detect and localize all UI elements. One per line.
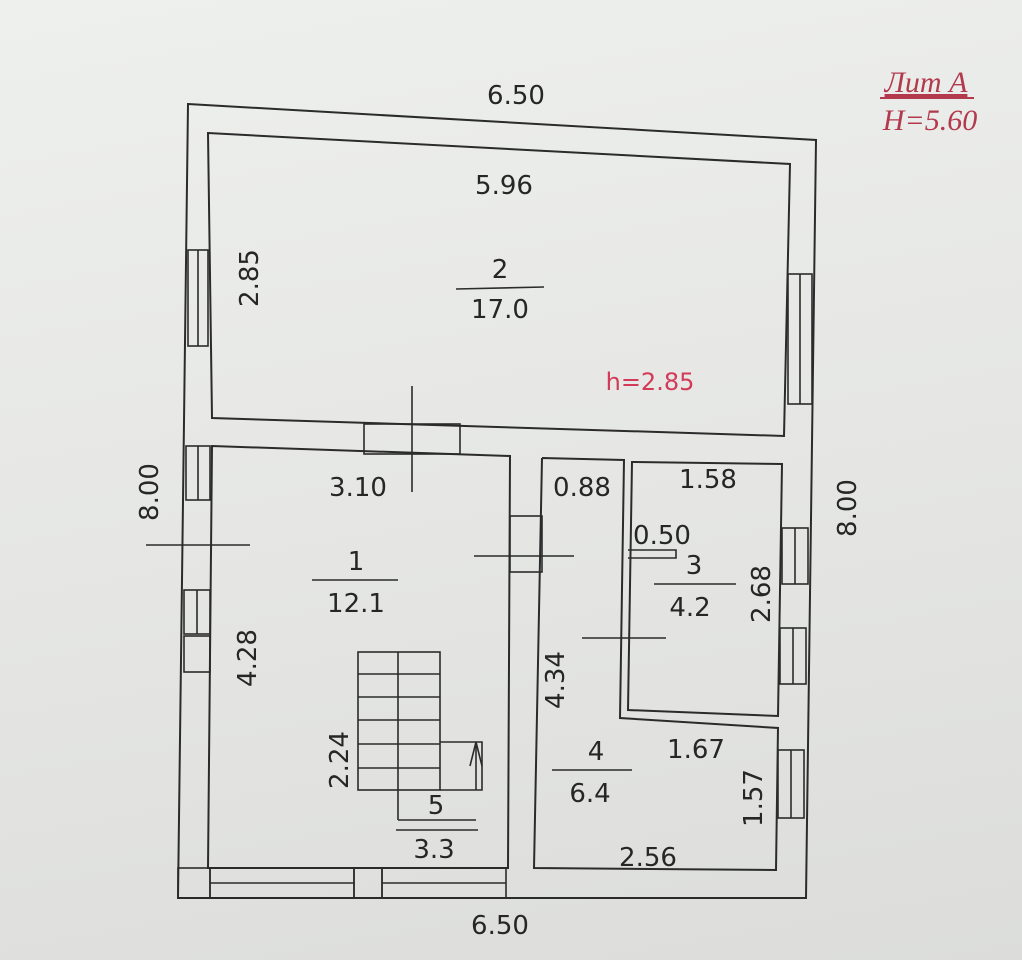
- window-left-lower-2: [183, 635, 211, 673]
- room-1-number: 1: [348, 547, 365, 577]
- room-1-area: 12.1: [327, 589, 385, 619]
- dim-room1-depth: 4.28: [233, 629, 263, 687]
- dim-bottom-outer: 6.50: [471, 911, 529, 941]
- window-right-room4: [777, 749, 805, 819]
- window-left-lower-1: [183, 589, 211, 635]
- staircase: [357, 651, 483, 821]
- building-height: H=5.60: [882, 104, 977, 137]
- dim-room2-width: 5.96: [475, 171, 533, 201]
- lit-label: Лит А: [884, 66, 968, 99]
- window-bottom-left: [209, 867, 355, 899]
- doorway-room1-corridor: [474, 515, 574, 573]
- dim-room4-bottom: 2.56: [619, 843, 677, 873]
- window-bottom-right: [381, 867, 507, 899]
- room-2-outline: [206, 131, 792, 438]
- room-2-fraction-line: [455, 286, 545, 290]
- dim-room3-width: 1.58: [679, 465, 737, 495]
- window-left-upper: [187, 249, 209, 347]
- dim-room4-width: 1.67: [667, 735, 725, 765]
- room-1-outline: [206, 444, 512, 869]
- door-bottom: [353, 867, 383, 899]
- dim-room1-width: 3.10: [329, 473, 387, 503]
- room-3-number: 3: [686, 551, 703, 581]
- ceiling-height: h=2.85: [606, 368, 695, 396]
- dim-room2-depth: 2.85: [235, 249, 265, 307]
- room-5-area: 3.3: [413, 835, 454, 865]
- dim-corridor-width: 0.88: [553, 473, 611, 503]
- dim-room3-depth: 2.68: [747, 565, 777, 623]
- room-3-area: 4.2: [669, 593, 710, 623]
- dim-top-outer: 6.50: [487, 81, 545, 111]
- dim-left-outer: 8.00: [135, 463, 165, 521]
- room-2-number: 2: [492, 255, 509, 285]
- window-right-room3-lower: [779, 627, 807, 685]
- partition-offset-mark: [628, 549, 677, 559]
- room-5-number: 5: [428, 791, 445, 821]
- dim-room3-offset: 0.50: [633, 521, 691, 551]
- outer-wall-outline: [176, 102, 818, 899]
- room-3-outline: [626, 460, 784, 718]
- doorway-room2-room1: [363, 386, 461, 492]
- dim-room4-depth: 1.57: [739, 769, 769, 827]
- dim-stair-length: 2.24: [325, 731, 355, 789]
- room-4-outline: [532, 457, 780, 872]
- window-right-room3-upper: [781, 527, 809, 585]
- room-2-area: 17.0: [471, 295, 529, 325]
- wall-corner-block: [177, 867, 211, 899]
- window-left-middle: [185, 445, 211, 501]
- dim-right-outer: 8.00: [833, 479, 863, 537]
- room-4-number: 4: [588, 737, 605, 767]
- room-4-area: 6.4: [569, 779, 610, 809]
- dim-corridor-length: 4.34: [541, 651, 571, 709]
- window-right-room2: [787, 273, 813, 405]
